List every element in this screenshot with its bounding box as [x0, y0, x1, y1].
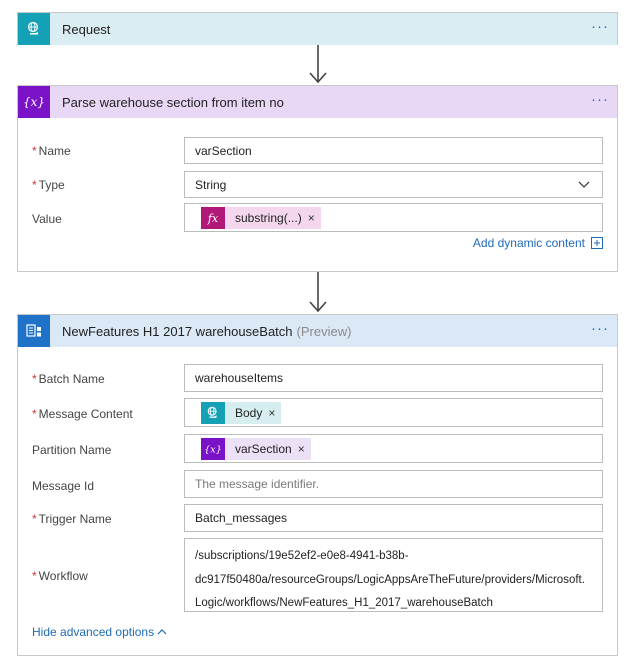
globe-hand-icon — [27, 21, 39, 35]
variable-icon: {x} — [24, 95, 44, 109]
message-content-row: *Message Content Body × — [32, 398, 603, 428]
batch-subtitle: (Preview) — [296, 323, 352, 339]
svg-text:{x}: {x} — [24, 95, 44, 109]
batch-icon — [26, 324, 41, 337]
partition-name-token[interactable]: {x} varSection × — [201, 438, 311, 460]
partition-name-field[interactable]: {x} varSection × — [184, 434, 603, 463]
value-token-remove-icon[interactable]: × — [307, 211, 315, 225]
workflow-value: /subscriptions/19e52ef2-e0e8-4941-b38b- … — [195, 545, 585, 616]
svg-text:fx: fx — [207, 212, 219, 225]
add-dynamic-content[interactable]: Add dynamic content — [473, 236, 603, 250]
flow-arrow-1 — [309, 45, 327, 84]
message-id-field[interactable]: The message identifier. — [184, 470, 603, 498]
globe-hand-icon — [201, 402, 225, 424]
trigger-name-field[interactable]: Batch_messages — [184, 504, 603, 532]
partition-name-row: Partition Name {x} varSection × — [32, 434, 603, 464]
fx-icon: fx — [201, 207, 225, 229]
partition-name-token-remove-icon[interactable]: × — [297, 442, 305, 456]
message-content-field[interactable]: Body × — [184, 398, 603, 427]
request-card[interactable]: Request ··· — [17, 12, 618, 45]
batch-card: NewFeatures H1 2017 warehouseBatch(Previ… — [17, 314, 618, 656]
value-row: Value fx substring(...) × — [32, 203, 603, 233]
parse-badge: {x} — [18, 86, 50, 118]
trigger-name-row: *Trigger Name Batch_messages — [32, 504, 603, 532]
workflow-row: *Workflow /subscriptions/19e52ef2-e0e8-4… — [32, 538, 603, 612]
request-badge — [18, 13, 50, 45]
request-title: Request — [62, 21, 111, 37]
batch-more-icon[interactable]: ··· — [591, 320, 609, 337]
request-more-icon[interactable]: ··· — [591, 18, 609, 35]
message-id-label: Message Id — [32, 479, 95, 493]
chevron-down-icon — [578, 181, 590, 188]
parse-card: {x} Parse warehouse section from item no… — [17, 85, 618, 272]
batch-name-row: *Batch Name warehouseItems — [32, 364, 603, 392]
workflow-label: *Workflow — [32, 569, 88, 583]
type-row: *Type String — [32, 171, 603, 199]
value-token[interactable]: fx substring(...) × — [201, 207, 321, 229]
flow-arrow-2 — [309, 272, 327, 313]
value-field[interactable]: fx substring(...) × — [184, 203, 603, 232]
svg-text:{x}: {x} — [204, 445, 222, 456]
workflow-field[interactable]: /subscriptions/19e52ef2-e0e8-4941-b38b- … — [184, 538, 603, 612]
name-field[interactable]: varSection — [184, 137, 603, 164]
add-dynamic-content-link[interactable]: Add dynamic content — [472, 236, 585, 250]
message-content-token-remove-icon[interactable]: × — [268, 406, 276, 420]
variable-icon: {x} — [201, 438, 225, 460]
value-token-label: substring(...) — [235, 211, 302, 225]
message-content-token[interactable]: Body × — [201, 402, 282, 424]
batch-name-label: *Batch Name — [32, 372, 105, 386]
trigger-name-label: *Trigger Name — [32, 512, 112, 526]
type-label: *Type — [32, 178, 65, 192]
workflow-value-line-2: dc917f50480a/resourceGroups/LogicAppsAre… — [195, 573, 585, 586]
parse-more-icon[interactable]: ··· — [591, 91, 609, 108]
name-label: *Name — [32, 144, 71, 158]
batch-name-value: warehouseItems — [195, 371, 284, 385]
name-row: *Name varSection — [32, 137, 603, 165]
trigger-name-value: Batch_messages — [195, 511, 288, 525]
batch-header[interactable]: NewFeatures H1 2017 warehouseBatch(Previ… — [18, 315, 617, 347]
plus-box-icon[interactable] — [591, 237, 603, 249]
parse-header[interactable]: {x} Parse warehouse section from item no… — [18, 86, 617, 118]
type-value: String — [195, 178, 227, 192]
batch-name-field[interactable]: warehouseItems — [184, 364, 603, 392]
message-content-label: *Message Content — [32, 407, 133, 421]
workflow-value-line-3: Logic/workflows/NewFeatures_H1_2017_ware… — [195, 597, 493, 609]
type-select[interactable]: String — [184, 171, 603, 198]
name-value: varSection — [195, 144, 252, 158]
request-header[interactable]: Request ··· — [18, 13, 617, 45]
hide-advanced-options[interactable]: Hide advanced options — [32, 625, 167, 639]
parse-title: Parse warehouse section from item no — [62, 94, 284, 110]
partition-name-token-label: varSection — [235, 442, 292, 456]
batch-badge — [18, 315, 50, 347]
message-id-placeholder: The message identifier. — [195, 477, 320, 491]
workflow-value-line-1: /subscriptions/19e52ef2-e0e8-4941-b38b- — [195, 550, 409, 562]
batch-title: NewFeatures H1 2017 warehouseBatch(Previ… — [62, 323, 352, 339]
value-label: Value — [32, 212, 62, 226]
chevron-up-icon[interactable] — [157, 628, 167, 636]
hide-advanced-options-link[interactable]: Hide advanced options — [32, 625, 155, 639]
message-id-row: Message Id The message identifier. — [32, 470, 603, 498]
partition-name-label: Partition Name — [32, 443, 112, 457]
message-content-token-label: Body — [235, 406, 263, 420]
